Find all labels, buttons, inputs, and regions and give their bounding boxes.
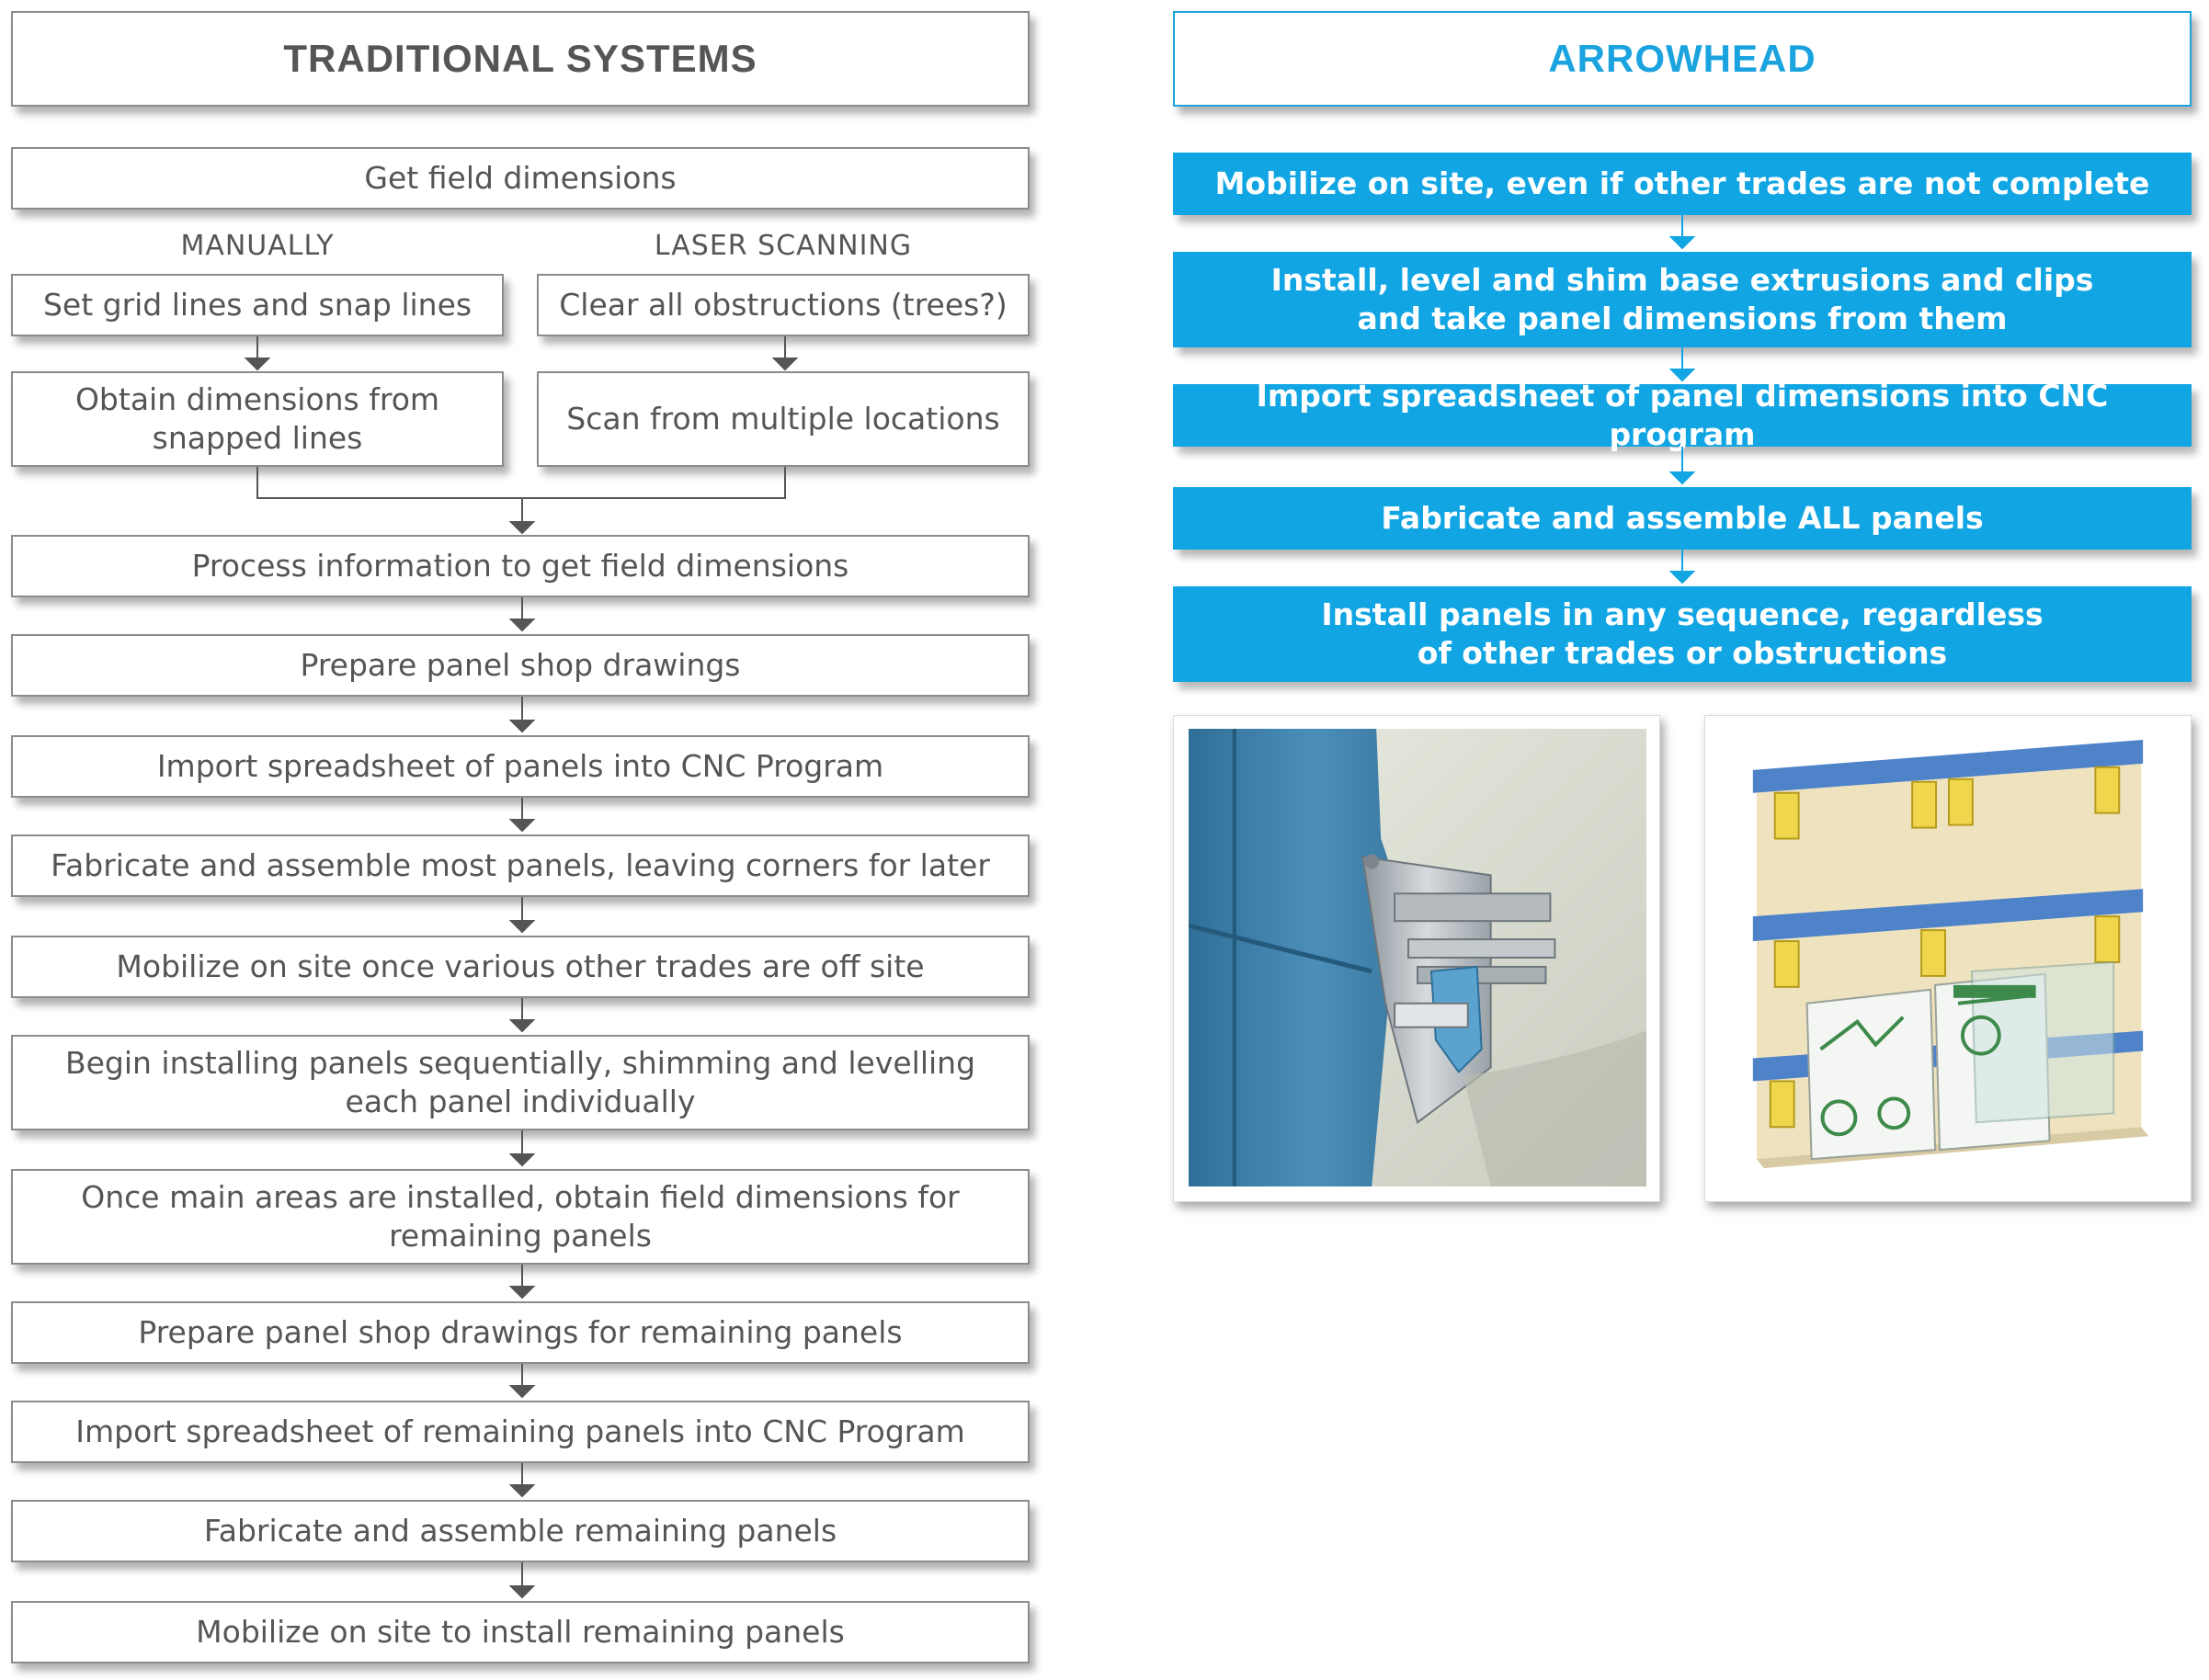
step-get-field-dimensions: Get field dimensions — [11, 147, 1030, 210]
laser-step-clear-obstructions: Clear all obstructions (trees?) — [537, 274, 1030, 336]
traditional-header: TRADITIONAL SYSTEMS — [11, 11, 1030, 107]
trad-step-8: Prepare panel shop drawings for remainin… — [11, 1301, 1030, 1364]
trad-step-9: Import spreadsheet of remaining panels i… — [11, 1401, 1030, 1463]
laser-step-scan-locations: Scan from multiple locations — [537, 371, 1030, 467]
trad-step-6: Begin installing panels sequentially, sh… — [11, 1035, 1030, 1130]
manual-step-obtain-dimensions: Obtain dimensions from snapped lines — [11, 371, 504, 467]
trad-step-5: Mobilize on site once various other trad… — [11, 936, 1030, 998]
ah-step-3: Import spreadsheet of panel dimensions i… — [1173, 378, 2192, 452]
arrowhead-header: ARROWHEAD — [1173, 11, 2192, 107]
manual-step-grid-lines: Set grid lines and snap lines — [11, 274, 504, 336]
panel-system-render — [1720, 729, 2178, 1186]
trad-step-1: Process information to get field dimensi… — [11, 535, 1030, 597]
ah-step-2: Install, level and shim base extrusions … — [1173, 252, 2192, 347]
ah-step-1: Mobilize on site, even if other trades a… — [1173, 153, 2192, 215]
ah-step-4: Fabricate and assemble ALL panels — [1173, 487, 2192, 550]
panel-system-product-image — [1704, 715, 2192, 1202]
panel-clip-render — [1189, 729, 1646, 1186]
trad-step-10: Fabricate and assemble remaining panels — [11, 1500, 1030, 1562]
trad-step-7: Once main areas are installed, obtain fi… — [11, 1169, 1030, 1265]
trad-step-11: Mobilize on site to install remaining pa… — [11, 1601, 1030, 1663]
panel-clip-detail-image — [1173, 715, 1660, 1202]
trad-step-3: Import spreadsheet of panels into CNC Pr… — [11, 735, 1030, 798]
trad-step-4: Fabricate and assemble most panels, leav… — [11, 834, 1030, 897]
trad-step-2: Prepare panel shop drawings — [11, 634, 1030, 697]
label-manually: MANUALLY — [180, 230, 335, 262]
ah-step-5: Install panels in any sequence, regardle… — [1173, 586, 2192, 682]
label-laser-scanning: LASER SCANNING — [654, 230, 913, 262]
